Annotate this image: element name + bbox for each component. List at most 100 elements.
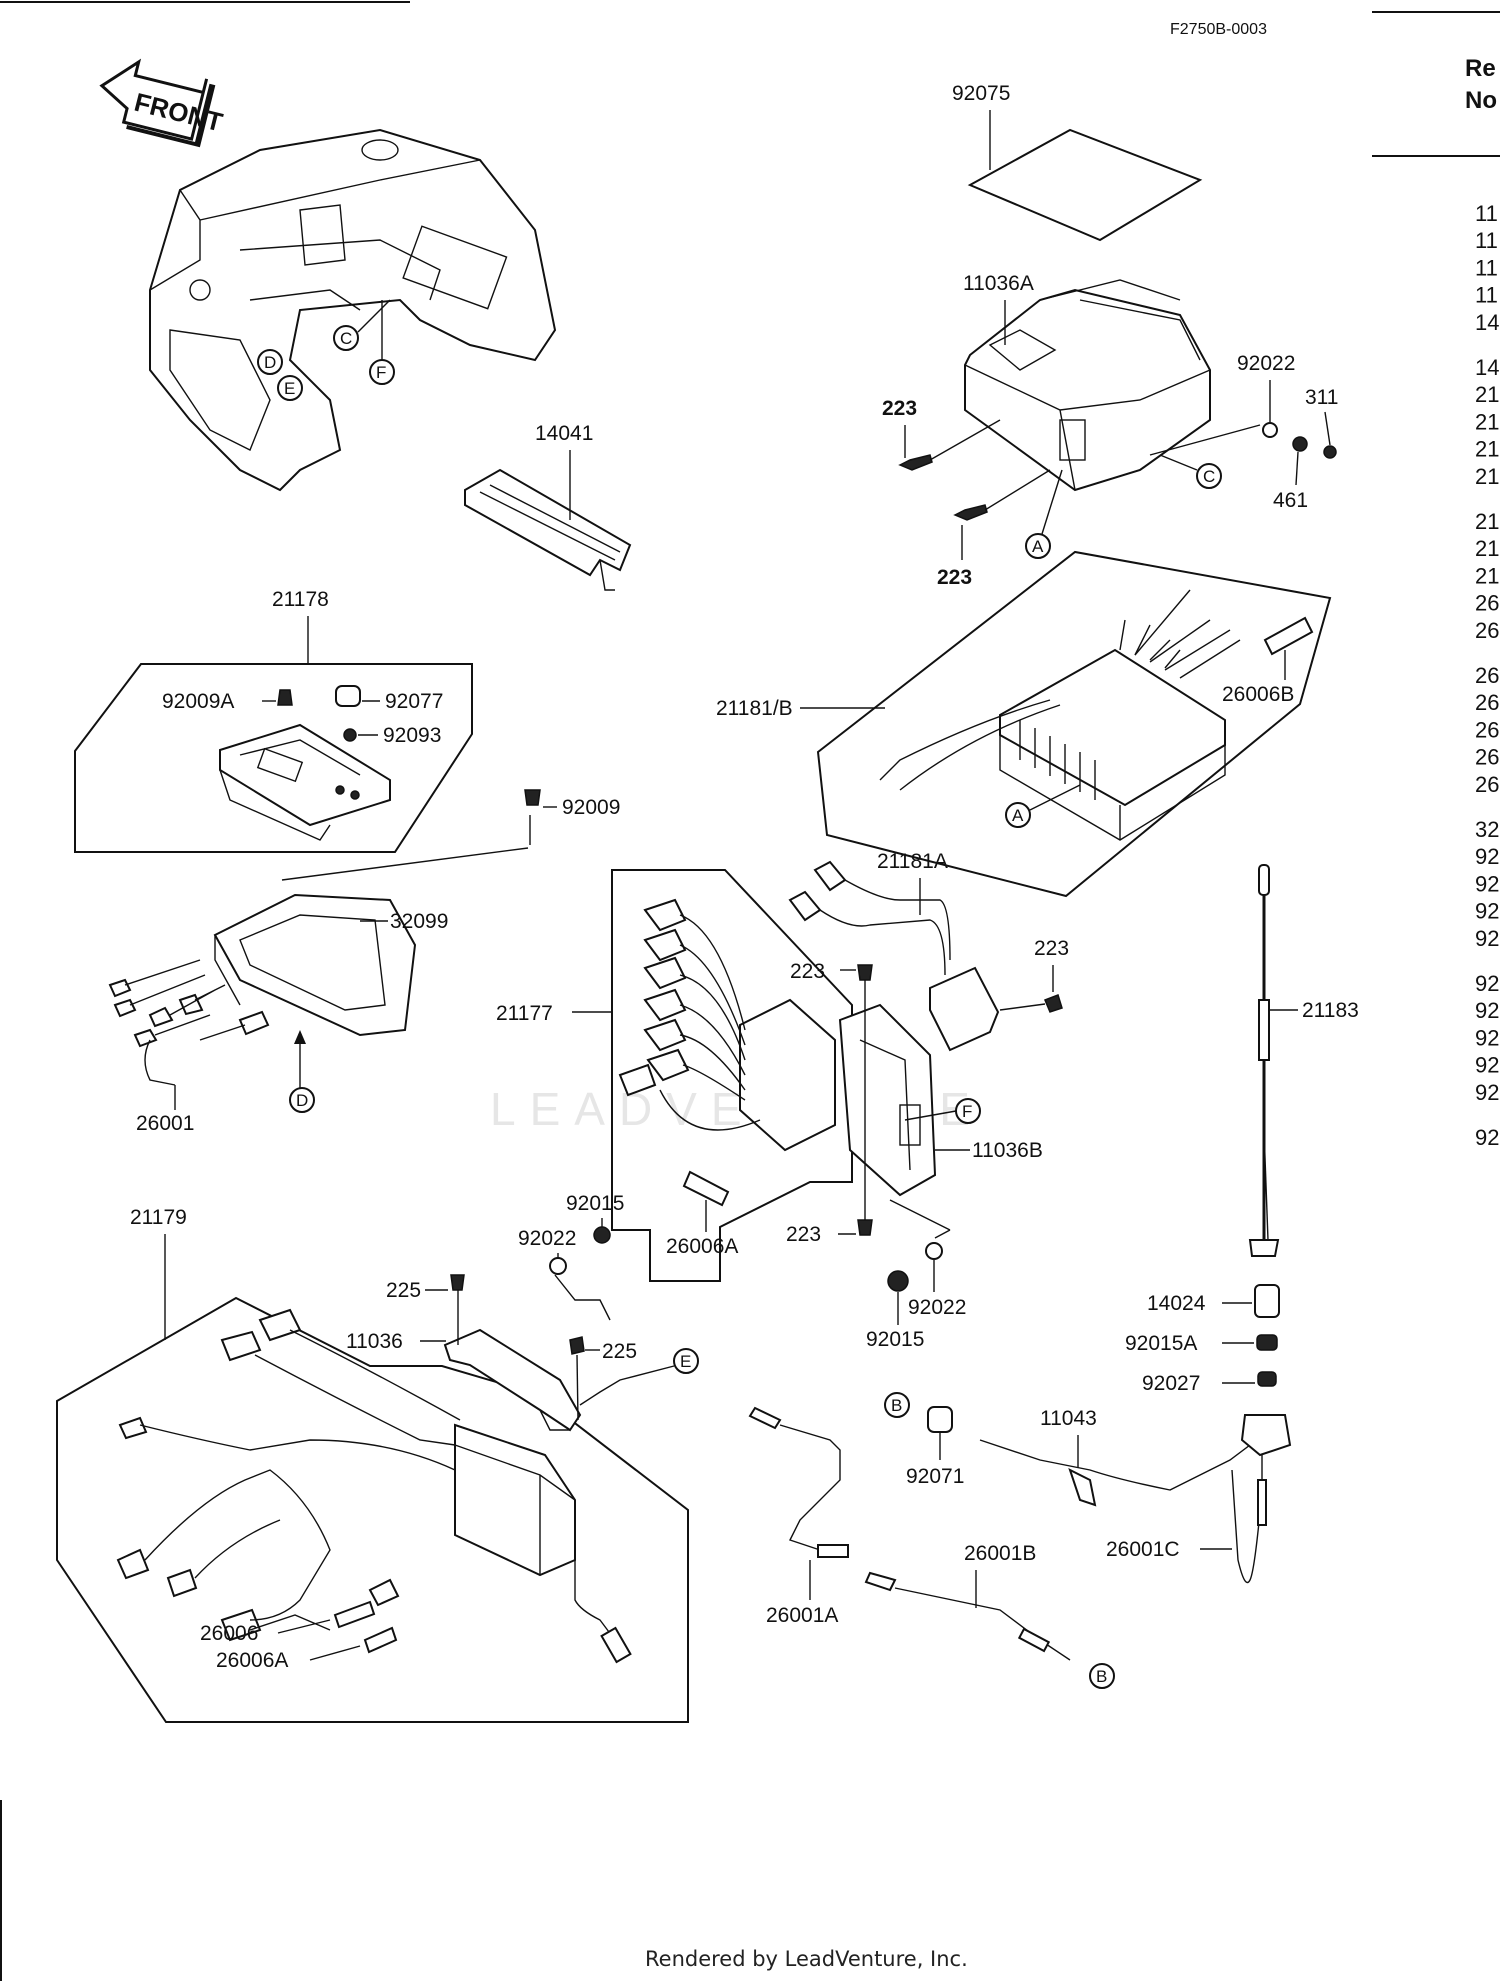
label-26001c: 26001C	[1106, 1538, 1180, 1561]
part-21181b-radio	[879, 589, 1241, 841]
svg-text:C: C	[1203, 467, 1215, 486]
part-92071	[927, 1406, 953, 1433]
marker-b1: B	[884, 1392, 910, 1418]
knob-92077	[335, 685, 361, 707]
label-461: 461	[1273, 489, 1308, 512]
screw-92009	[524, 789, 541, 806]
ref-number-cell: 92	[1475, 998, 1499, 1023]
nut-92093	[343, 728, 357, 742]
part-11036-bracket	[443, 1328, 582, 1432]
screw-223-e	[857, 1219, 873, 1236]
label-14024: 14024	[1147, 1292, 1206, 1315]
label-223-e: 223	[786, 1223, 821, 1246]
part-21177-relay-block	[618, 898, 836, 1152]
ref-number-cell: 26	[1475, 772, 1499, 797]
label-92015-low: 92015	[866, 1328, 924, 1351]
part-21178-meter-panel	[219, 723, 391, 841]
svg-text:F: F	[376, 363, 386, 382]
ref-number-cell: 21	[1475, 536, 1499, 561]
ref-number-cell: 14	[1475, 310, 1499, 335]
marker-f2: F	[955, 1098, 981, 1124]
leader-e2	[579, 1365, 675, 1406]
part-21179-harness	[116, 1308, 632, 1664]
part-14024	[1254, 1284, 1280, 1318]
ref-number-cell: 26	[1475, 591, 1499, 616]
marker-e1: E	[277, 375, 303, 401]
marker-a1: A	[1025, 533, 1051, 559]
fuse-26006b	[1263, 616, 1314, 656]
screw-223-a	[898, 454, 933, 471]
label-225-a: 225	[386, 1279, 421, 1302]
label-223-d: 223	[1034, 937, 1069, 960]
svg-text:D: D	[264, 353, 276, 372]
label-21177: 21177	[496, 1002, 553, 1025]
part-11036b-bracket	[838, 1003, 937, 1197]
label-26006: 26006	[200, 1622, 258, 1645]
nut-92015-low	[887, 1270, 909, 1292]
leader-92022-bracket	[554, 1274, 611, 1321]
ref-number-cell: 26	[1475, 690, 1499, 715]
label-11043: 11043	[1040, 1407, 1097, 1430]
marker-b2: B	[1089, 1663, 1115, 1689]
svg-text:A: A	[1012, 806, 1024, 825]
marker-c2: C	[1196, 463, 1222, 489]
washer-92022	[1262, 422, 1278, 438]
ref-number-cell: 21	[1475, 563, 1499, 588]
leader-11036b-tab	[889, 1199, 951, 1239]
marker-d1: D	[257, 349, 283, 375]
part-14041-grille	[464, 468, 632, 591]
label-92071: 92071	[906, 1465, 964, 1488]
ref-number-cell: 92	[1475, 926, 1499, 951]
ref-number-cell: 11	[1475, 228, 1498, 253]
label-223-c: 223	[790, 960, 825, 983]
ref-number-cell: 92	[1475, 1080, 1499, 1105]
svg-text:F: F	[962, 1102, 972, 1121]
label-14041: 14041	[535, 422, 593, 445]
label-26001b: 26001B	[964, 1542, 1036, 1565]
label-92015-mid: 92015	[566, 1192, 624, 1215]
label-92093: 92093	[383, 724, 441, 747]
fairing-inner-cowl	[149, 128, 557, 492]
label-92022-top: 92022	[1237, 352, 1295, 375]
label-26006a-low: 26006A	[216, 1649, 288, 1672]
ref-number-cell: 26	[1475, 663, 1499, 688]
part-21183-antenna	[1248, 864, 1280, 1257]
nut-461	[1292, 436, 1308, 452]
nut-92015-mid	[593, 1226, 611, 1244]
label-92075: 92075	[952, 82, 1010, 105]
table-header-line2: No	[1465, 87, 1497, 114]
label-11036b: 11036B	[972, 1139, 1043, 1162]
label-21181a: 21181A	[877, 850, 948, 873]
ref-number-cell: 21	[1475, 464, 1499, 489]
label-92027: 92027	[1142, 1372, 1200, 1395]
fuse-26006a-mid	[682, 1170, 730, 1207]
ref-number-cell: 92	[1475, 871, 1499, 896]
part-11043-cable	[979, 1414, 1292, 1584]
svg-text:B: B	[891, 1396, 902, 1415]
ref-number-cell: 26	[1475, 717, 1499, 742]
label-92022-mid: 92022	[908, 1296, 966, 1319]
label-92009a: 92009A	[162, 690, 234, 713]
label-92009: 92009	[562, 796, 620, 819]
label-92022-low: 92022	[518, 1227, 576, 1250]
ref-number-cell: 26	[1475, 745, 1499, 770]
label-26006a-mid: 26006A	[666, 1235, 738, 1258]
leader-c1	[357, 299, 391, 333]
label-92077: 92077	[385, 690, 443, 713]
part-26001a-cable	[748, 1406, 849, 1558]
label-21178: 21178	[272, 588, 329, 611]
screw-225-a	[450, 1274, 465, 1291]
ref-number-cell: 11	[1475, 283, 1498, 308]
ref-number-cell: 26	[1475, 618, 1499, 643]
ref-number-cell: 92	[1475, 1025, 1499, 1050]
part-21181a-harness	[788, 860, 1000, 1052]
ref-number-cell: 21	[1475, 437, 1499, 462]
nut-92027	[1257, 1371, 1277, 1387]
svg-text:E: E	[284, 379, 295, 398]
svg-text:A: A	[1032, 537, 1044, 556]
ref-number-cell: 21	[1475, 382, 1499, 407]
nut-92015a	[1256, 1334, 1278, 1351]
group-21179	[56, 1296, 689, 1723]
label-225-b: 225	[602, 1340, 637, 1363]
label-26001: 26001	[136, 1112, 194, 1135]
